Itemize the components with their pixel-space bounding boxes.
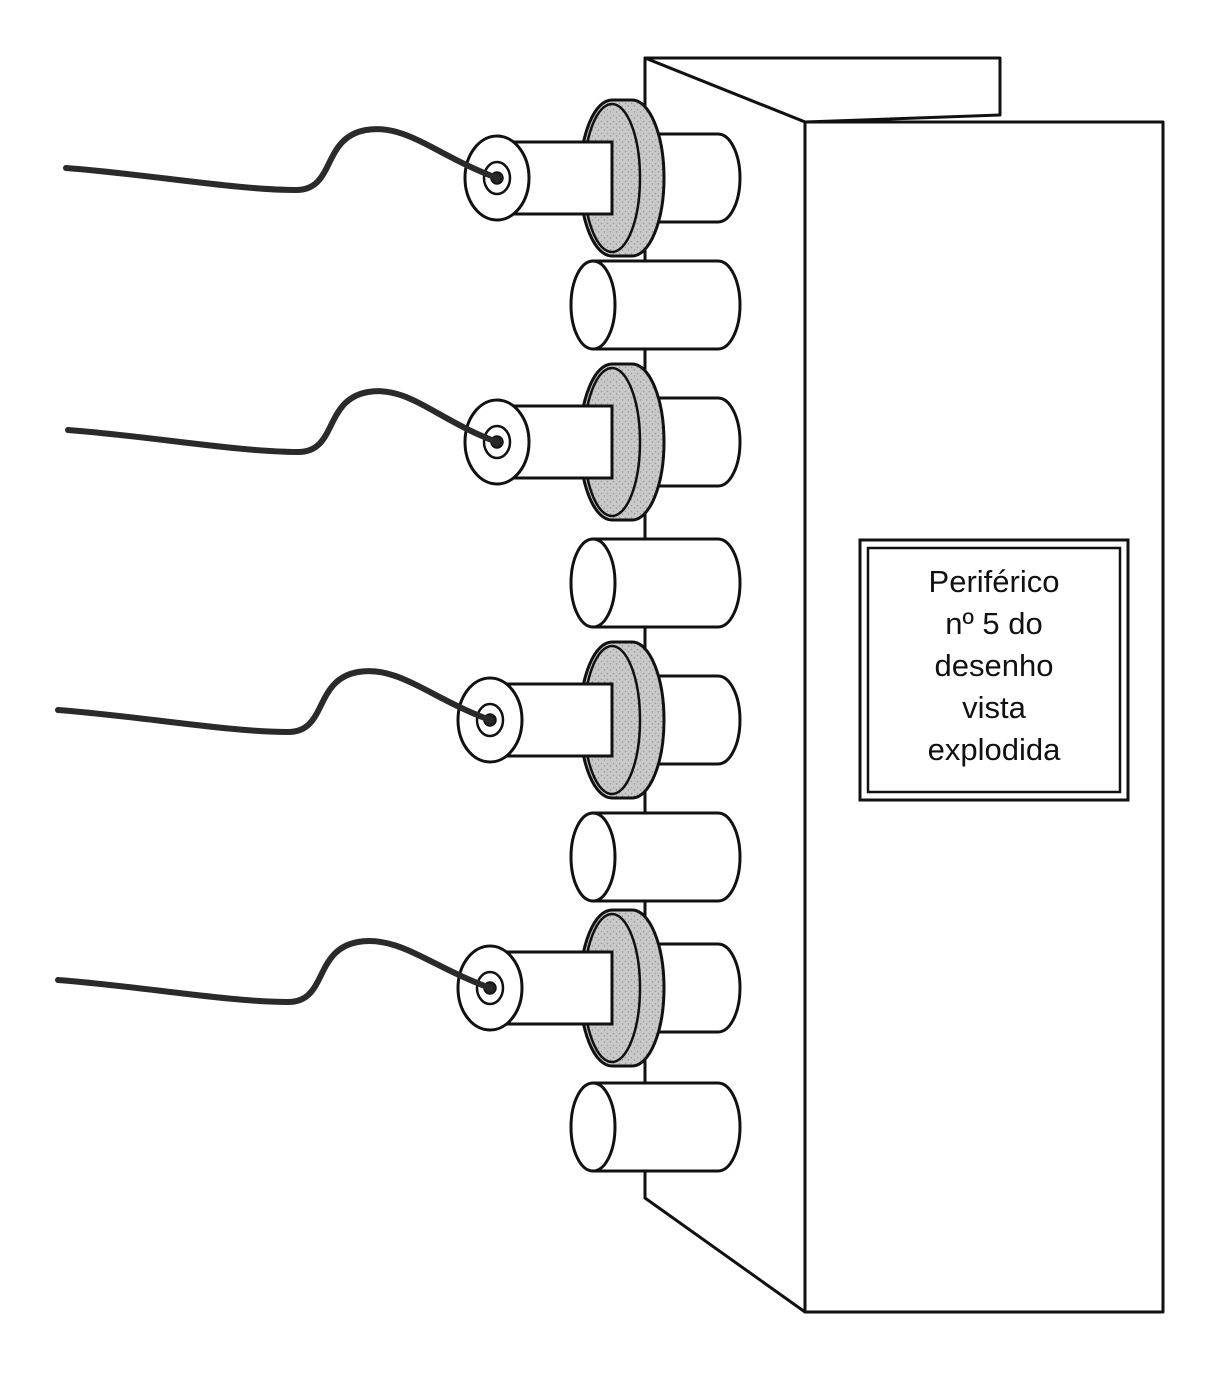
socket-4-body	[591, 1081, 742, 1173]
connector-3-socket-body	[638, 674, 742, 766]
cable-4	[55, 938, 493, 1006]
socket-1-body	[591, 259, 742, 351]
label-line-1: Periférico	[929, 564, 1060, 599]
socket-3-body	[591, 811, 742, 903]
label-frame-inner	[866, 546, 1122, 794]
label-line-3: desenho	[935, 648, 1054, 683]
empty-sockets	[569, 259, 742, 1173]
socket-4	[569, 1081, 742, 1173]
connector-4	[456, 908, 742, 1068]
device-label-box: Periférico nº 5 do desenho vista explodi…	[858, 538, 1130, 802]
connector-4-socket-body	[638, 942, 742, 1034]
connector-1	[463, 98, 742, 258]
socket-2	[569, 537, 742, 629]
cable-3	[55, 668, 493, 736]
connector-2-socket-body	[638, 396, 742, 488]
cable-1	[63, 126, 500, 194]
socket-1	[569, 259, 742, 351]
socket-3	[569, 811, 742, 903]
connectors	[456, 98, 742, 1068]
socket-1-face	[569, 259, 617, 351]
cable-2	[65, 388, 500, 456]
socket-2-body	[591, 537, 742, 629]
cables	[55, 126, 500, 1006]
connector-3	[456, 640, 742, 800]
socket-4-face	[569, 1081, 617, 1173]
label-frame-outer	[858, 538, 1130, 802]
connector-1-socket-body	[638, 132, 742, 224]
label-line-5: explodida	[928, 732, 1061, 767]
label-line-4: vista	[962, 690, 1027, 725]
label-line-2: nº 5 do	[945, 606, 1043, 641]
socket-3-face	[569, 811, 617, 903]
socket-2-face	[569, 537, 617, 629]
